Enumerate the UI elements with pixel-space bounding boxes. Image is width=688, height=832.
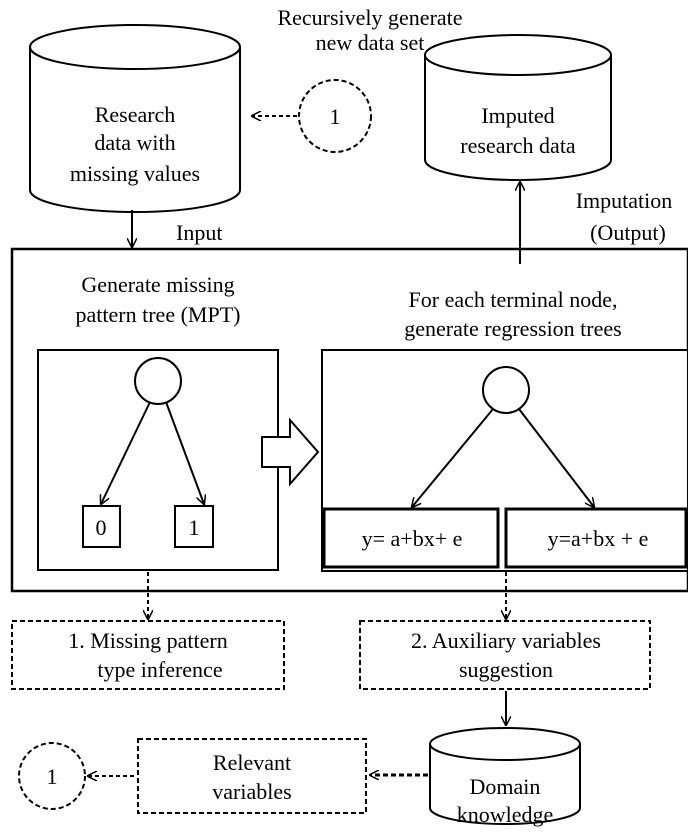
regression-title-line1: For each terminal node, [409,287,618,312]
connector-circle-top [298,79,372,153]
domain-label-line2: knowledge [457,802,554,827]
research-data-label-line1: Research [95,102,176,127]
mpt-edge-left [101,401,151,504]
connector-bottom-label: 1 [47,764,58,789]
inference-box [11,620,285,690]
regression-leaf-left [322,507,500,569]
aux-box [359,620,651,690]
mpt-leaf-zero [82,505,121,548]
imputed-data-label-line1: Imputed [481,103,554,128]
domain-knowledge-cylinder [429,727,581,825]
mpt-title-line2: pattern tree (MPT) [76,302,241,327]
equation-right: y=a+bx + e [548,526,649,551]
aux-label-line1: 2. Auxiliary variables [411,628,601,653]
process-frame [10,247,688,593]
aux-label-line2: suggestion [459,657,553,682]
equation-left: y= a+bx+ e [362,526,463,551]
connector-circle-bottom [18,742,86,810]
imputation-label-line2: (Output) [590,220,666,245]
recursive-label-line2: new data set [316,30,425,55]
research-data-label-line2: data with [94,130,175,155]
connector-top-label: 1 [330,104,341,129]
regression-root-node [482,366,530,414]
relevant-label-line2: variables [212,779,291,804]
mpt-edge-right [165,401,204,504]
regression-leaf-right [504,507,688,569]
input-label: Input [176,220,222,245]
mpt-root-node [134,357,182,405]
regression-edge-left [412,408,494,507]
relevant-label-line1: Relevant [213,750,291,775]
transition-arrow [261,417,320,487]
research-data-label-line3: missing values [70,161,200,186]
imputed-data-label-line2: research data [460,133,576,158]
recursive-label-line1: Recursively generate [277,5,462,30]
mpt-title-line1: Generate missing [81,272,234,297]
imputed-data-cylinder [424,34,612,181]
imputation-label-line1: Imputation [576,188,673,213]
relevant-variables-box [137,738,367,814]
inference-label-line1: 1. Missing pattern [68,628,228,653]
mpt-leaf-zero-label: 0 [96,515,107,540]
mpt-leaf-one [174,505,214,548]
inference-label-line2: type inference [97,657,222,682]
research-data-cylinder [29,24,241,213]
domain-label-line1: Domain [470,774,541,799]
regression-title-line2: generate regression trees [404,316,621,341]
mpt-leaf-one-label: 1 [189,515,200,540]
regression-edge-right [518,408,594,507]
